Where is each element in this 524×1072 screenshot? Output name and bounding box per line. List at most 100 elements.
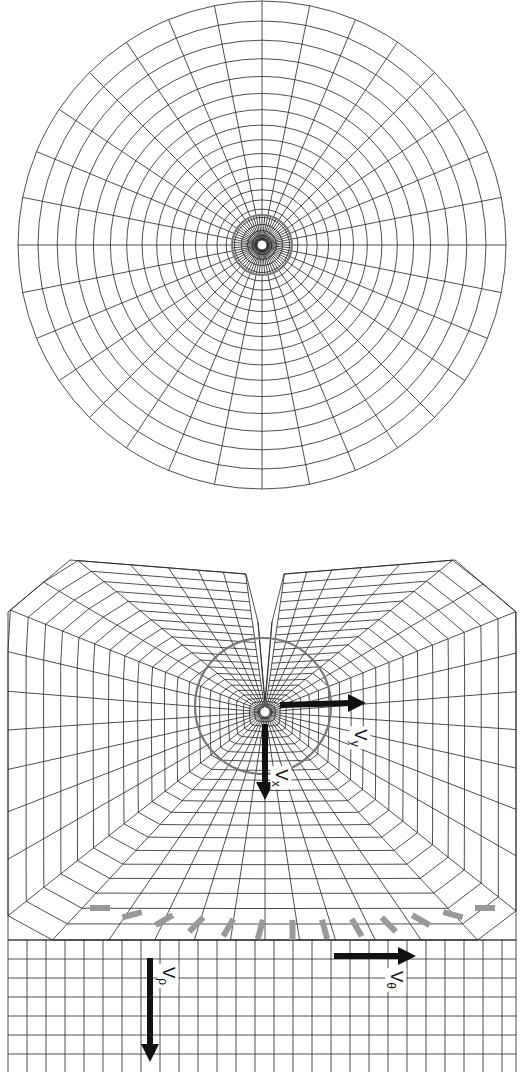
mesh-line	[141, 940, 142, 1072]
subscript-text: θ	[384, 982, 398, 989]
mesh-line	[265, 42, 398, 241]
mesh-line	[268, 716, 477, 940]
mesh-line	[217, 940, 218, 1072]
mesh-line	[44, 581, 482, 908]
arrow-vx	[262, 724, 268, 786]
mesh-line	[232, 246, 257, 248]
mesh-line	[248, 219, 260, 241]
arc-dash	[443, 912, 462, 917]
velocity-label: Vx	[271, 766, 292, 789]
arrow-vrho	[147, 958, 153, 1048]
mesh-line	[109, 620, 418, 851]
mesh-line	[44, 582, 261, 709]
mesh-line	[131, 565, 262, 709]
mesh-line	[23, 246, 257, 293]
mesh-line	[8, 714, 260, 812]
mesh-line	[77, 601, 448, 879]
mesh-line	[59, 248, 258, 381]
mesh-line	[265, 249, 398, 448]
mesh-line	[265, 717, 266, 940]
mesh-line	[259, 215, 261, 240]
mesh-line	[264, 216, 271, 240]
arc-dash	[122, 912, 141, 917]
mesh-line	[516, 940, 517, 1072]
mesh-line	[46, 940, 47, 1072]
arrow-head	[348, 694, 366, 712]
mesh-line	[8, 691, 260, 711]
arrow-vy	[280, 703, 352, 705]
arrow-vtheta	[334, 953, 402, 959]
mesh-line	[331, 940, 332, 1072]
mesh-line	[267, 247, 291, 254]
mesh-line	[126, 42, 259, 241]
mesh-line	[464, 940, 465, 1072]
mesh-line	[274, 940, 275, 1072]
mesh-line	[267, 245, 506, 246]
symbol-text: V	[159, 967, 178, 978]
mesh-line	[483, 940, 484, 1072]
subscript-text: ρ	[156, 978, 170, 985]
mesh-line	[267, 242, 292, 244]
mesh-line	[160, 940, 161, 1072]
symbol-text: V	[351, 729, 370, 740]
velocity-label: Vθ	[386, 968, 407, 992]
mesh-line	[255, 704, 276, 722]
mesh-line	[264, 20, 356, 241]
arc-dash	[156, 915, 173, 925]
mesh-line	[198, 940, 199, 1072]
mesh-line	[263, 250, 265, 275]
subscript-text: x	[269, 781, 283, 787]
mesh-line	[165, 653, 364, 802]
circular-mesh	[18, 1, 506, 489]
mesh-line	[266, 73, 435, 242]
mesh-line	[264, 250, 356, 471]
mesh-ring	[18, 1, 506, 489]
inner-circle	[232, 215, 292, 275]
mesh-line	[93, 611, 433, 865]
mesh-line	[90, 73, 259, 242]
mesh-line	[266, 109, 465, 242]
mesh-line	[266, 717, 300, 940]
mesh-line	[266, 248, 465, 381]
mesh-line	[84, 940, 85, 1072]
mesh-line	[194, 717, 263, 940]
mesh-line	[27, 940, 28, 1072]
mesh-line	[266, 249, 435, 418]
arc-dash	[189, 917, 203, 931]
mesh-line	[262, 250, 263, 489]
mesh-line	[270, 653, 516, 711]
dashed-arc	[90, 908, 495, 940]
mesh-line	[266, 231, 288, 243]
mesh-line	[151, 645, 376, 813]
mesh-line	[262, 1, 263, 240]
mesh-line	[8, 940, 9, 1072]
arc-dash	[223, 919, 233, 936]
mesh-line	[103, 940, 104, 1072]
mesh-line	[260, 707, 270, 717]
mesh-line	[369, 940, 370, 1072]
mesh-line	[65, 940, 66, 1072]
mesh-line	[502, 940, 503, 1072]
mesh-line	[268, 716, 421, 940]
mesh-line	[169, 20, 261, 241]
mesh-line	[18, 245, 257, 246]
mesh-line	[388, 940, 389, 1072]
mesh-line	[90, 249, 259, 418]
mesh-line	[37, 152, 258, 244]
mesh-line	[59, 109, 258, 242]
subscript-text: y	[348, 741, 362, 747]
mesh-line	[264, 249, 276, 271]
mesh-line	[26, 571, 498, 924]
mesh-line	[426, 940, 427, 1072]
symbol-text: V	[272, 769, 291, 780]
mesh-line	[214, 6, 261, 240]
mesh-line	[236, 940, 237, 1072]
arrow-head	[141, 1044, 159, 1062]
mesh-line	[126, 249, 259, 448]
mesh-line	[267, 717, 375, 941]
mesh-line	[270, 692, 516, 712]
mesh-line	[267, 152, 488, 244]
mesh-line	[155, 717, 263, 941]
